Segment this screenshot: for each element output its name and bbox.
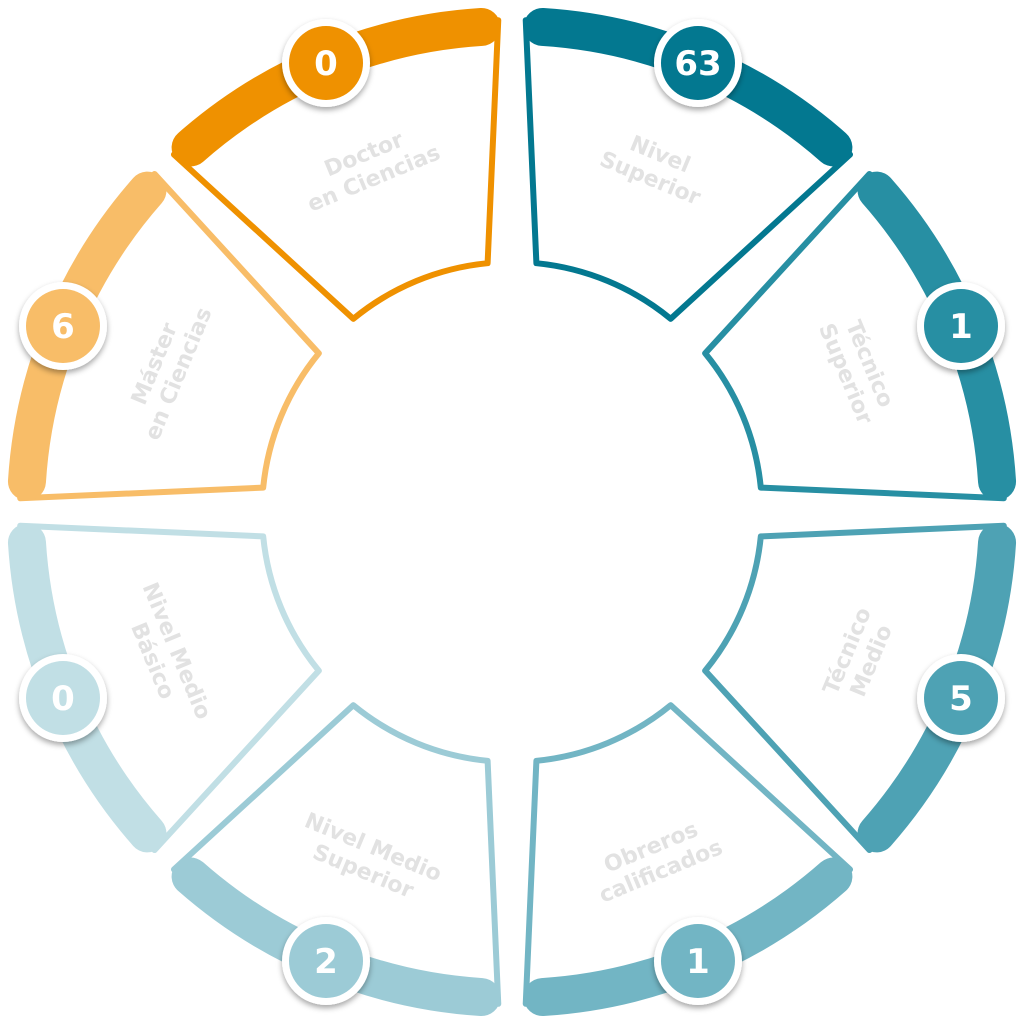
value-badge-text: 0 (314, 44, 338, 84)
value-badge-text: 1 (686, 942, 710, 982)
value-badge-text: 2 (314, 942, 338, 982)
value-badge-text: 6 (51, 307, 75, 347)
value-badge-text: 63 (674, 44, 721, 84)
value-badge: 1 (653, 917, 742, 1006)
value-badge-text: 0 (51, 679, 75, 719)
value-badge: 0 (282, 18, 371, 107)
value-badge: 2 (282, 917, 371, 1006)
value-badge: 5 (917, 653, 1006, 742)
value-badge: 6 (18, 282, 107, 371)
value-badge-text: 1 (949, 307, 973, 347)
value-badge-text: 5 (949, 679, 973, 719)
value-badge: 0 (18, 653, 107, 742)
value-badge: 63 (653, 18, 742, 107)
value-badge: 1 (917, 282, 1006, 371)
